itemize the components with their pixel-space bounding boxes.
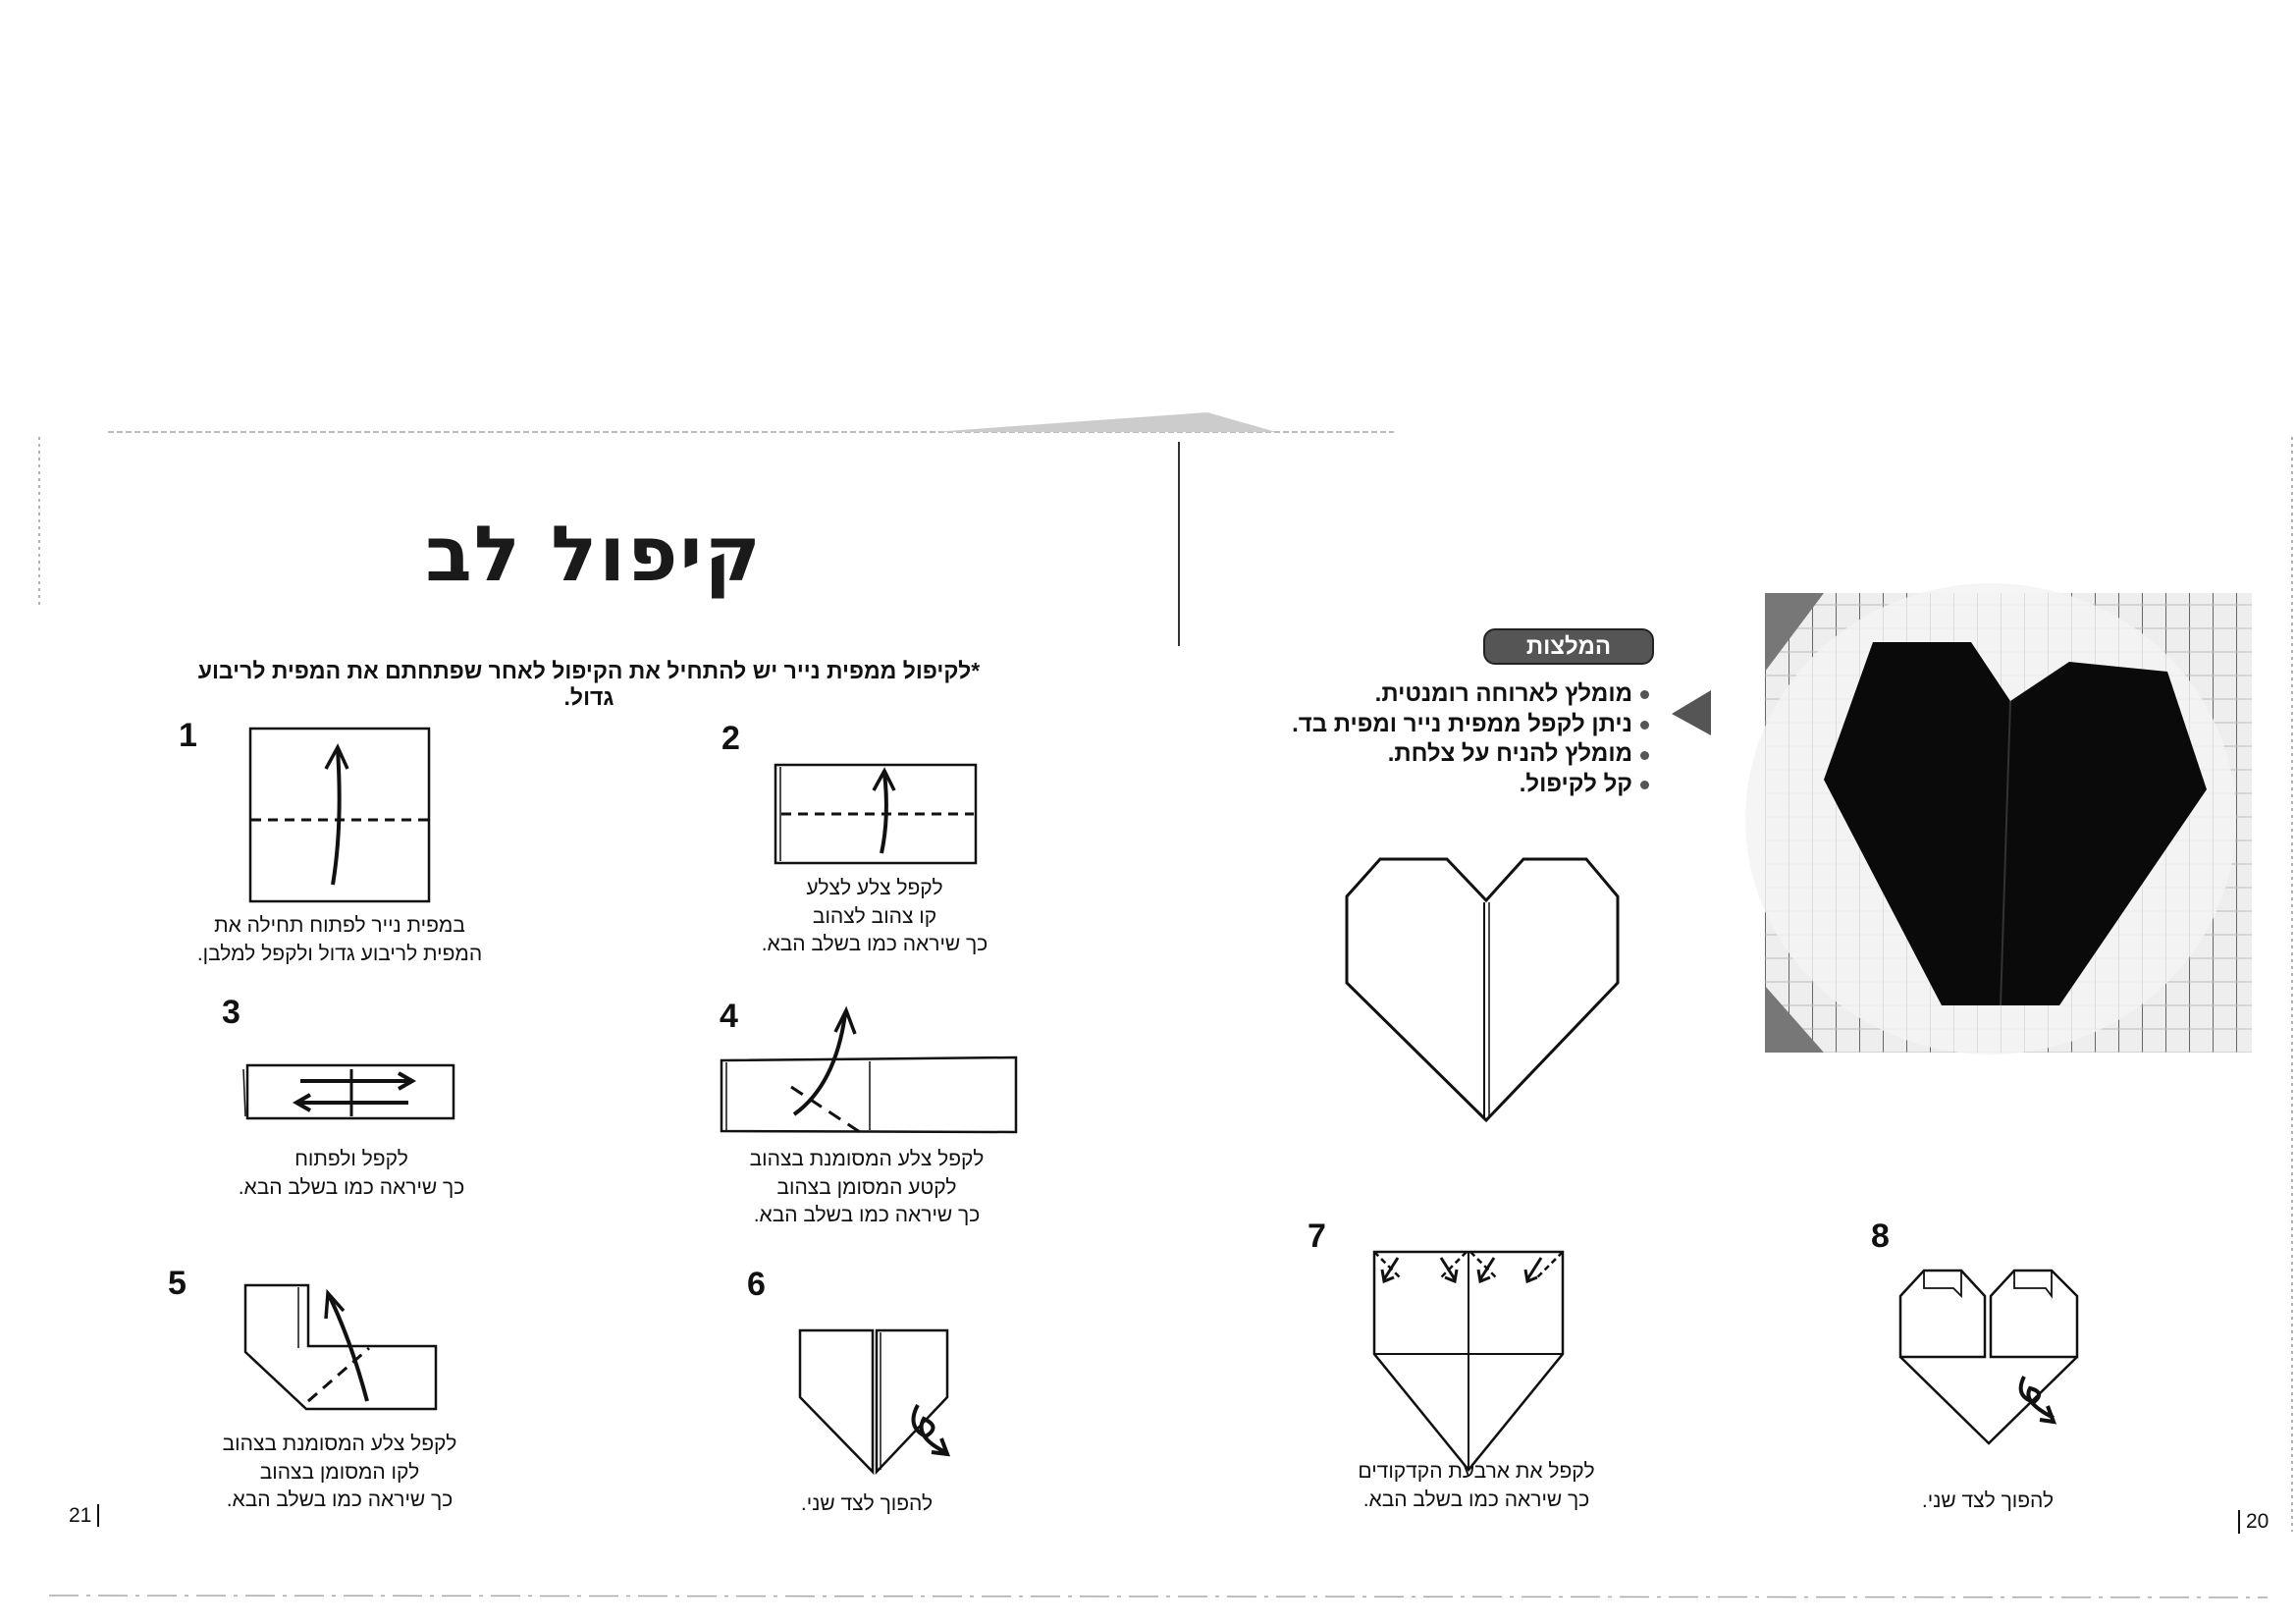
caption-line: כך שיראה כמו בשלב הבא.	[761, 933, 988, 955]
heart-photo	[1745, 583, 2252, 1055]
step-8-number: 8	[1871, 1217, 1890, 1255]
bullet-icon	[1640, 720, 1649, 730]
step-4-diagram	[720, 1005, 1018, 1134]
finished-heart-diagram	[1345, 857, 1620, 1123]
step-7-diagram	[1372, 1250, 1565, 1472]
caption-line: לקו המסומן בצהוב	[259, 1460, 420, 1484]
step-1-caption: במפית נייר לפתוח תחילה את המפית לריבוע ג…	[133, 912, 546, 968]
step-6-caption: להפוך לצד שני.	[661, 1490, 1073, 1519]
step-5-number: 5	[168, 1265, 187, 1302]
caption-line: המפית לריבוע גדול ולקפל למלבן.	[196, 942, 483, 965]
step-3-caption: לקפל ולפתוח כך שיראה כמו בשלב הבא.	[145, 1146, 558, 1202]
caption-line: במפית נייר לפתוח תחילה את	[214, 914, 465, 937]
caption-line: לקפל ולפתוח	[294, 1148, 408, 1170]
step-4-caption: לקפל צלע המסומנת בצהוב לקטע המסומן בצהוב…	[661, 1146, 1073, 1230]
caption-line: קו צהוב לצהוב	[812, 904, 937, 928]
recommendations-list: מומלץ לארוחה רומנטית. ניתן לקפל ממפית ני…	[1256, 679, 1649, 800]
step-5-caption: לקפל צלע המסומנת בצהוב לקו המסומן בצהוב …	[133, 1431, 546, 1515]
step-7-number: 7	[1308, 1217, 1326, 1255]
step-1-number: 1	[179, 717, 197, 754]
caption-line: לקפל צלע המסומנת בצהוב	[222, 1433, 457, 1455]
bullet-icon	[1640, 690, 1649, 700]
recommendation-text: קל לקיפול.	[1519, 771, 1632, 798]
bullet-icon	[1640, 781, 1649, 790]
caption-line: כך שיראה כמו בשלב הבא.	[226, 1488, 454, 1511]
caption-line: לקפל את ארבעת הקדקודים	[1358, 1460, 1595, 1483]
recommendations-badge: המלצות	[1483, 628, 1654, 665]
recommendation-item: קל לקיפול.	[1256, 770, 1649, 800]
step-1-diagram	[248, 727, 431, 903]
step-2-number: 2	[721, 720, 740, 757]
napkin-note: *לקיפול ממפית נייר יש להתחיל את הקיפול ל…	[197, 658, 981, 710]
recommendation-item: מומלץ להניח על צלחת.	[1256, 739, 1649, 770]
caption-line: כך שיראה כמו בשלב הבא.	[1362, 1488, 1590, 1511]
caption-line: לקטע המסומן בצהוב	[776, 1175, 957, 1199]
caption-line: לקפל צלע המסומנת בצהוב	[749, 1148, 985, 1170]
step-4-number: 4	[720, 998, 738, 1035]
step-7-caption: לקפל את ארבעת הקדקודים כך שיראה כמו בשלב…	[1270, 1458, 1682, 1514]
step-3-diagram	[242, 1063, 455, 1120]
bullet-icon	[1640, 750, 1649, 760]
recommendation-text: מומלץ להניח על צלחת.	[1387, 740, 1632, 768]
caption-line: להפוך לצד שני.	[1921, 1489, 2055, 1512]
caption-line: כך שיראה כמו בשלב הבא.	[238, 1175, 465, 1199]
page-number-right: 20	[2238, 1510, 2269, 1534]
step-2-caption: לקפל צלע לצלע קו צהוב לצהוב כך שיראה כמו…	[668, 875, 1081, 959]
step-5-diagram	[243, 1283, 438, 1411]
step-3-number: 3	[222, 994, 240, 1031]
recommendation-text: מומלץ לארוחה רומנטית.	[1374, 680, 1632, 707]
recommendation-item: ניתן לקפל ממפית נייר ומפית בד.	[1256, 710, 1649, 740]
page-number-text: 21	[69, 1504, 92, 1527]
caption-line: כך שיראה כמו בשלב הבא.	[753, 1204, 981, 1226]
step-6-number: 6	[747, 1266, 766, 1303]
caption-line: להפוך לצד שני.	[800, 1492, 934, 1515]
pointer-triangle-icon	[1672, 690, 1711, 735]
step-6-diagram	[798, 1328, 951, 1476]
step-8-caption: להפוך לצד שני.	[1782, 1488, 2194, 1516]
step-2-diagram	[774, 763, 978, 865]
recommendation-text: ניתן לקפל ממפית נייר ומפית בד.	[1292, 710, 1632, 737]
recommendation-item: מומלץ לארוחה רומנטית.	[1256, 679, 1649, 710]
caption-line: לקפל צלע לצלע	[806, 877, 943, 899]
step-8-diagram	[1898, 1269, 2079, 1445]
page-title: קיפול לב	[425, 511, 763, 599]
page-number-left: 21	[69, 1504, 100, 1528]
